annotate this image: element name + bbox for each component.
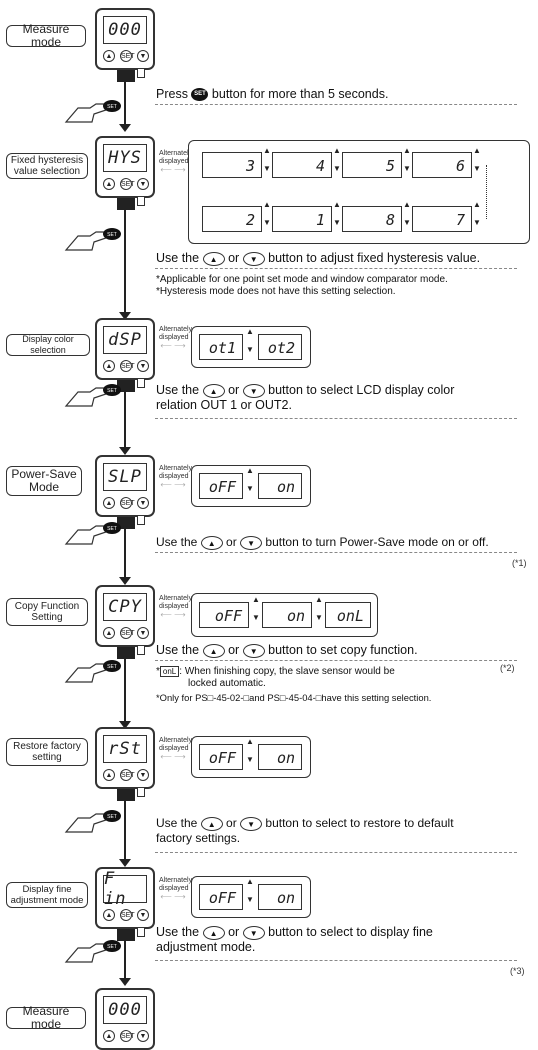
- cpy-note-1: *onL: When finishing copy, the slave sen…: [156, 666, 395, 689]
- fin-instruction: Use the ▲ or ▼ button to select to displ…: [156, 925, 433, 954]
- step-label-measure-mode: Measure mode: [6, 23, 86, 49]
- cpy-value-onl: onL: [325, 602, 371, 628]
- svg-text:SET: SET: [107, 232, 117, 238]
- fin-value-on: on: [258, 884, 302, 910]
- down-button-icon: ▼: [137, 50, 149, 62]
- footnote-1: (*1): [512, 558, 527, 568]
- up-button-icon: ▲: [103, 50, 115, 62]
- dsp-value-ot1: ot1: [199, 334, 243, 360]
- hys-value-3: 3: [202, 152, 262, 178]
- set-button-icon: SET: [191, 88, 209, 102]
- up-triangle-icon: ▲: [202, 251, 225, 266]
- footnote-3: (*3): [510, 966, 525, 976]
- step-label-display-color: Display color selection: [6, 334, 90, 356]
- down-triangle-icon: ▼: [242, 251, 265, 266]
- cpy-note-2: *Only for PS□-45-02-□and PS□-45-04-□have…: [156, 692, 432, 703]
- hys-value-6: 6: [412, 152, 472, 178]
- device-display: CPY: [103, 593, 147, 621]
- hys-value-5: 5: [342, 152, 402, 178]
- sensor-device: 000 ▲ SET▼: [95, 8, 155, 82]
- device-display: 000: [103, 996, 147, 1024]
- slp-instruction: Use the ▲ or ▼ button to turn Power-Save…: [156, 535, 489, 550]
- sensor-device: dSP ▲SET▼: [95, 318, 155, 392]
- hys-value-7: 7: [412, 206, 472, 232]
- hys-value-4: 4: [272, 152, 332, 178]
- svg-text:SET: SET: [107, 104, 117, 110]
- hys-note-2: *Hysteresis mode does not have this sett…: [156, 286, 396, 297]
- step-label-measure-mode-end: Measure mode: [6, 1005, 86, 1031]
- pointing-hand-icon: SET: [64, 98, 122, 128]
- hys-value-1: 1: [272, 206, 332, 232]
- sensor-device: SLP ▲SET▼: [95, 455, 155, 529]
- pointing-hand-icon: SET: [64, 382, 122, 412]
- slp-value-off: oFF: [199, 473, 243, 499]
- hys-instruction: Use the ▲ or ▼ button to adjust fixed hy…: [156, 251, 481, 266]
- device-display: dSP: [103, 326, 147, 354]
- pointing-hand-icon: SET: [64, 520, 122, 550]
- device-display: F in: [103, 869, 147, 909]
- sensor-device: CPY ▲SET▼: [95, 585, 155, 659]
- fin-value-off: oFF: [199, 884, 243, 910]
- step-label-display-fine: Display fine adjustment mode: [6, 882, 88, 908]
- sensor-device: F in ▲SET▼: [95, 867, 155, 941]
- sensor-device: HYS ▲SET▼: [95, 136, 155, 210]
- sensor-device: rSt ▲SET▼: [95, 727, 155, 801]
- cpy-value-off: oFF: [199, 602, 249, 628]
- hys-note-1: *Applicable for one point set mode and w…: [156, 274, 448, 285]
- svg-text:SET: SET: [107, 664, 117, 670]
- rst-value-off: oFF: [199, 744, 243, 770]
- device-display: SLP: [103, 463, 147, 491]
- hys-value-8: 8: [342, 206, 402, 232]
- device-display: HYS: [103, 144, 147, 172]
- pointing-hand-icon: SET: [64, 658, 122, 688]
- pointing-hand-icon: SET: [64, 938, 122, 968]
- press-set-instruction: Press SET button for more than 5 seconds…: [156, 87, 389, 102]
- step-label-power-save: Power-Save Mode: [6, 466, 82, 496]
- slp-value-on: on: [258, 473, 302, 499]
- cpy-instruction: Use the ▲ or ▼ button to set copy functi…: [156, 643, 418, 658]
- svg-text:SET: SET: [107, 814, 117, 820]
- svg-text:SET: SET: [107, 944, 117, 950]
- hys-value-2: 2: [202, 206, 262, 232]
- pointing-hand-icon: SET: [64, 808, 122, 838]
- set-button-icon: SET: [120, 50, 135, 62]
- dsp-value-ot2: ot2: [258, 334, 302, 360]
- footnote-2: (*2): [500, 663, 515, 673]
- svg-text:SET: SET: [107, 388, 117, 394]
- device-display: 000: [103, 16, 147, 44]
- device-display: rSt: [103, 735, 147, 763]
- rst-value-on: on: [258, 744, 302, 770]
- sensor-device: 000 ▲SET▼: [95, 988, 155, 1050]
- step-label-restore-factory: Restore factory setting: [6, 738, 88, 766]
- alternately-displayed-note: Alternately displayed⟵ ⟶: [159, 150, 193, 174]
- step-label-fixed-hysteresis: Fixed hysteresis value selection: [6, 153, 88, 179]
- step-label-copy-function: Copy Function Setting: [6, 598, 88, 626]
- cpy-value-on: on: [262, 602, 312, 628]
- pointing-hand-icon: SET: [64, 226, 122, 256]
- dsp-instruction: Use the ▲ or ▼ button to select LCD disp…: [156, 383, 455, 412]
- rst-instruction: Use the ▲ or ▼ button to select to resto…: [156, 816, 454, 845]
- svg-text:SET: SET: [107, 526, 117, 532]
